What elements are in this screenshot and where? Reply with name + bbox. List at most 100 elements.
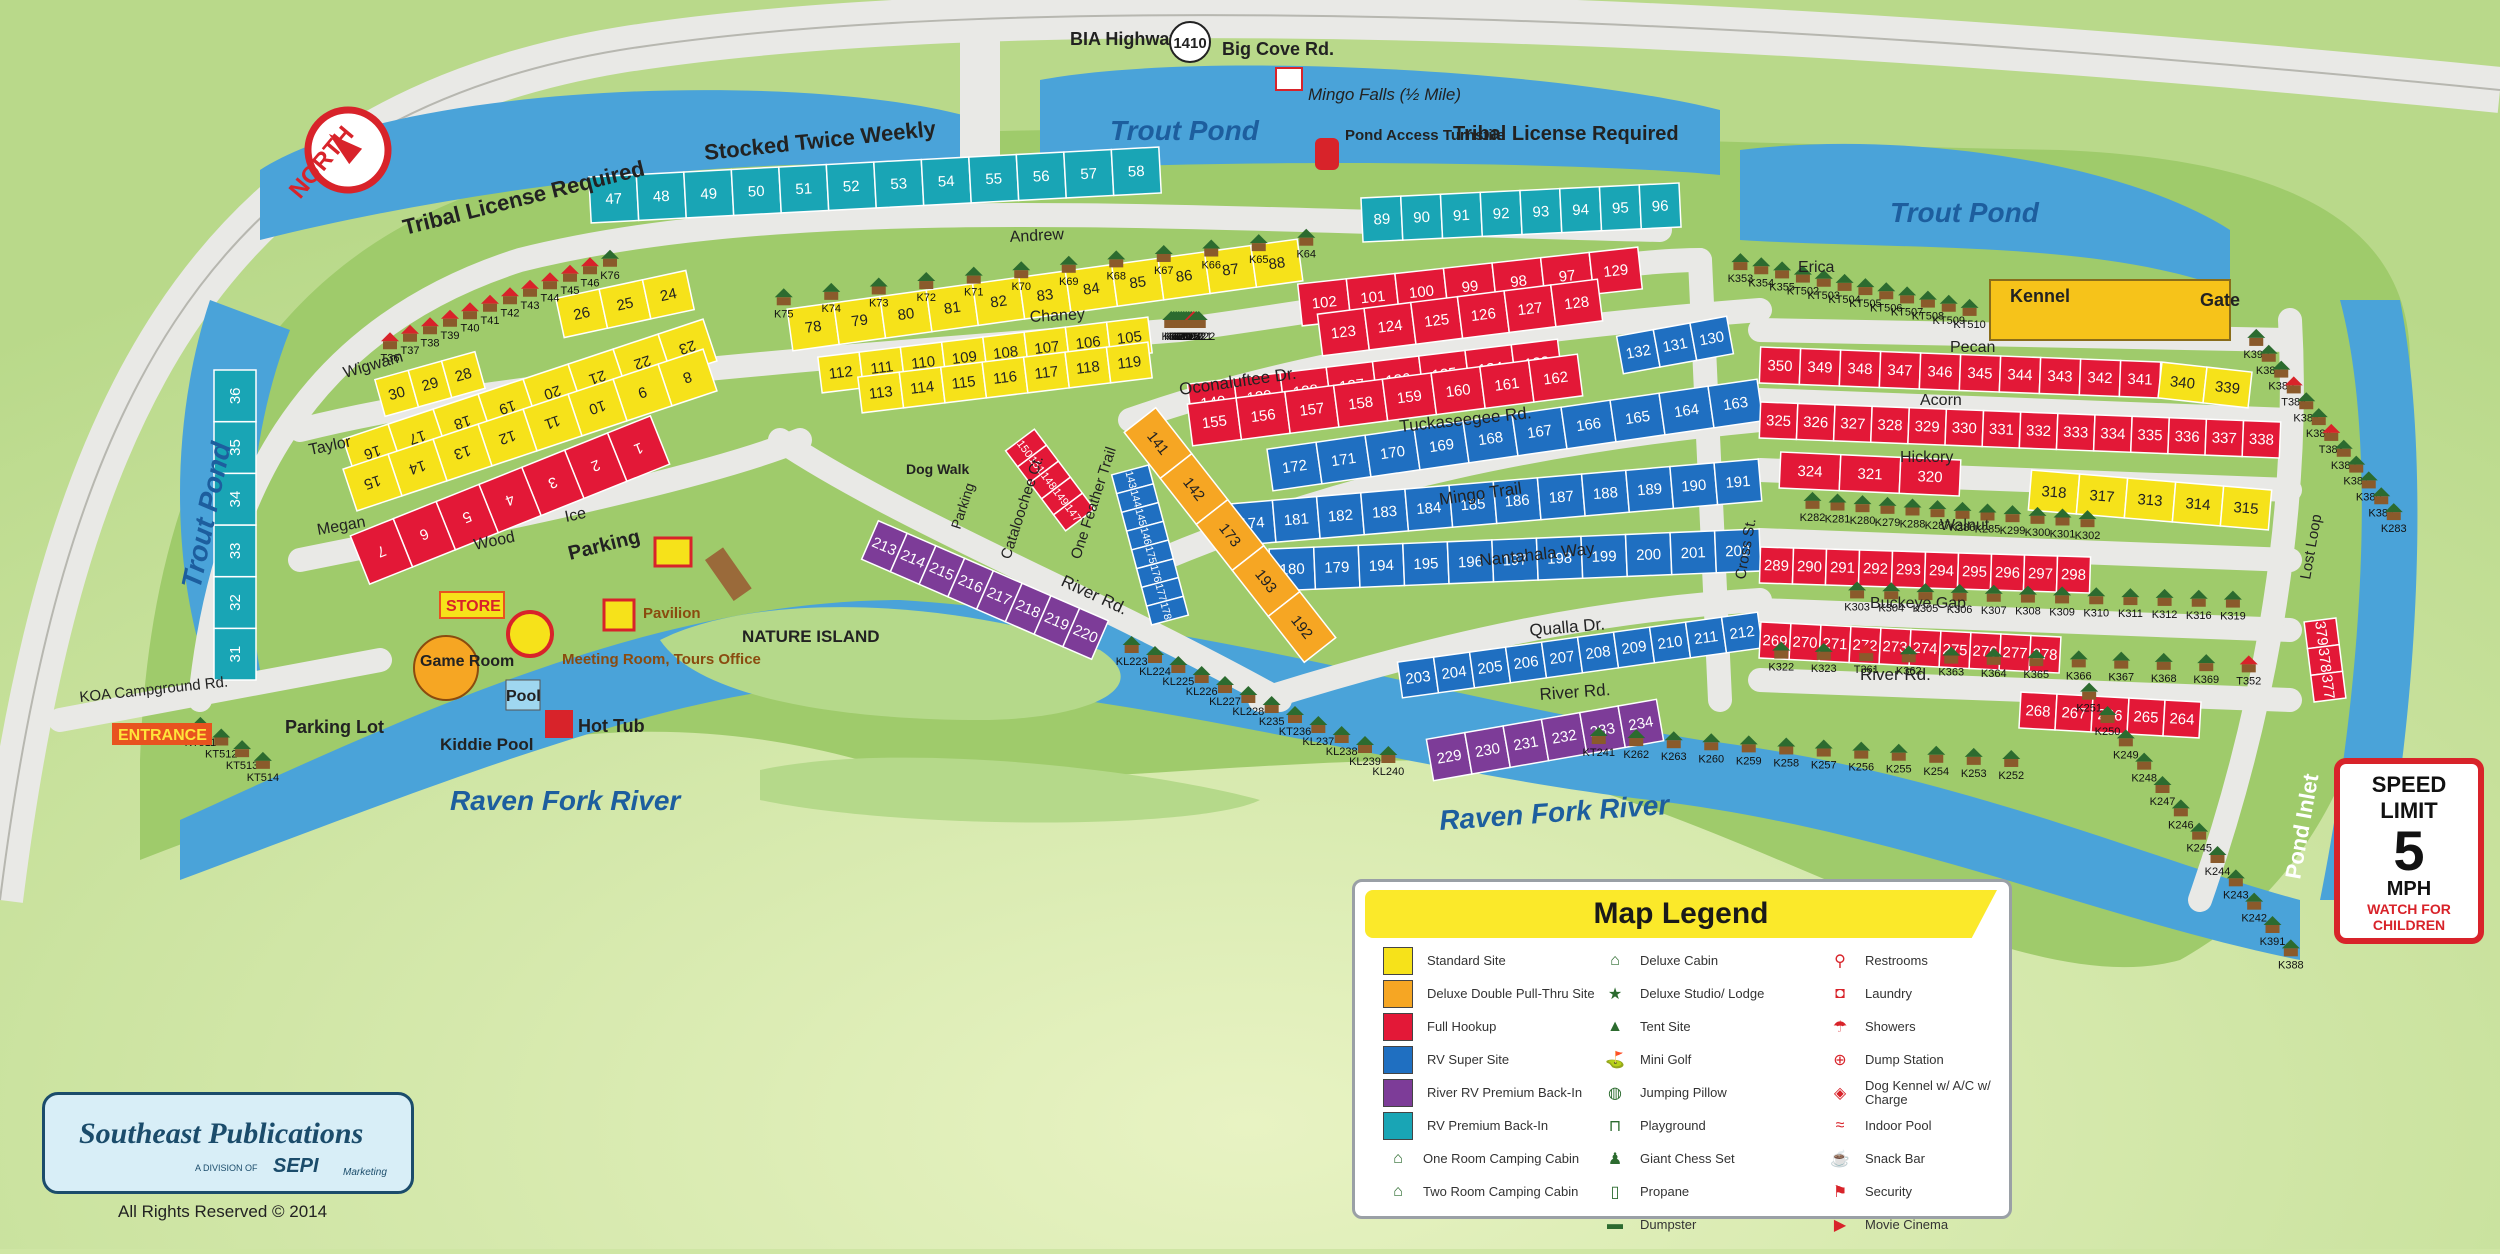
cabin-body	[2374, 496, 2389, 505]
campsite-number: 332	[2026, 422, 2052, 440]
cabin-label: K364	[1981, 668, 2007, 680]
campsite-number: 179	[1324, 559, 1350, 577]
campsite-202: 202	[1713, 528, 1762, 574]
campsite-number: 115	[951, 373, 977, 393]
campsite-155: 155	[1186, 397, 1243, 447]
cabin-icon	[1852, 741, 1871, 751]
cabin-body	[2241, 664, 2256, 673]
legend-item: ⛳Mini Golf	[1600, 1045, 1764, 1075]
campsite-number: 170	[1379, 443, 1406, 463]
campsite-block	[1617, 698, 1665, 749]
campsite-number: 169	[1428, 436, 1455, 456]
cabin-icon	[1262, 696, 1281, 705]
campsite-number: 330	[1951, 419, 1977, 437]
cabin-K288: K288	[1900, 498, 1925, 531]
cabin-icon	[1882, 582, 1901, 592]
cabin-icon	[1814, 739, 1833, 749]
cabin-body	[2336, 448, 2351, 457]
campsite-114: 114	[898, 366, 946, 409]
cabin-body	[1061, 264, 1076, 273]
cabin-label: T38	[421, 337, 440, 349]
campsite-90: 90	[1399, 193, 1444, 241]
highway-edge	[0, 14, 2500, 901]
cabin-icon	[1169, 656, 1188, 665]
campsite-84: 84	[1064, 263, 1119, 314]
cabin-icon	[2208, 846, 2227, 855]
cabin-icon	[2155, 588, 2174, 598]
cabin-label: K369	[2193, 674, 2219, 686]
campsite-number: 198	[1547, 550, 1573, 568]
campsite-165: 165	[1609, 392, 1666, 443]
parking-lot-label: Parking Lot	[285, 717, 384, 737]
cabin-KT508: KT508	[1912, 290, 1944, 323]
cabin-K64: K64	[1296, 228, 1316, 261]
campsite-number: 328	[1877, 417, 1903, 435]
cabin-KT512: KT512	[205, 728, 237, 761]
cabin-body	[1156, 253, 1171, 262]
campsite-number: 167	[1526, 422, 1553, 442]
cabin-icon	[1589, 727, 1608, 737]
campsite-number: 295	[1962, 563, 1988, 581]
campsite-318: 318	[2027, 469, 2081, 515]
cabin-body	[2082, 691, 2097, 700]
legend-item: ≈Indoor Pool	[1825, 1111, 2009, 1141]
campsite-number: 160	[1445, 381, 1472, 401]
campsite-number: 350	[1767, 357, 1793, 375]
cabin-body	[2118, 738, 2133, 747]
campsite-number: 177	[1152, 582, 1168, 602]
cabin-K362: K362	[1896, 645, 1922, 677]
cabin-icon	[1928, 500, 1947, 510]
campsite-number: 339	[2214, 378, 2241, 398]
campsite-number: 102	[1311, 293, 1338, 313]
campsite-93: 93	[1519, 187, 1563, 236]
legend-item: River RV Premium Back-In	[1383, 1078, 1595, 1108]
cabin-icon	[2135, 752, 2154, 762]
cabin-body	[1288, 715, 1302, 723]
campsite-number: 185	[1460, 495, 1486, 514]
road-river-west	[768, 428, 1292, 712]
pond-inlet-water	[2320, 300, 2418, 900]
campsite-13: 13	[432, 423, 493, 482]
cabin-label: K66	[1201, 260, 1221, 272]
cabin-body	[1900, 295, 1915, 304]
campsite-53: 53	[873, 158, 925, 209]
cabin-K258: K258	[1773, 737, 1799, 769]
campsite-number: 29	[420, 374, 441, 395]
cabin-K251: K251	[2076, 682, 2102, 715]
cabin-icon	[1877, 282, 1896, 292]
cabin-icon	[1731, 253, 1750, 263]
cabin-label: K323	[1811, 663, 1837, 675]
cabin-body	[1918, 592, 1933, 601]
campsite-number: 131	[1661, 335, 1689, 356]
legend-item: ⌂One Room Camping Cabin	[1383, 1144, 1595, 1174]
cabin-K306: K306	[1947, 583, 1972, 616]
campsite-block	[2309, 670, 2347, 703]
cabin-body	[1929, 754, 1944, 763]
cabin-body	[871, 286, 886, 295]
cabin-label: T152	[1181, 331, 1206, 343]
campsite-number: 118	[1075, 358, 1101, 378]
campsite-203: 203	[1396, 656, 1440, 699]
cabin-icon	[1964, 747, 1983, 757]
campsite-number: 87	[1221, 260, 1240, 279]
campsite-147: 147	[1052, 492, 1096, 532]
campsite-290: 290	[1791, 547, 1828, 586]
campsite-329: 329	[1907, 406, 1948, 446]
campsite-number: 96	[1651, 198, 1668, 216]
campsite-block	[2219, 485, 2273, 531]
campsite-number: 168	[1477, 429, 1504, 449]
campsite-block	[1110, 146, 1162, 197]
legend-label: Deluxe Cabin	[1640, 953, 1719, 968]
campsite-234: 234	[1617, 698, 1665, 749]
tent-icon	[381, 332, 399, 342]
campsite-number: 32	[227, 594, 244, 611]
cabin-label: K300	[2025, 527, 2051, 539]
campsite-number: 145	[1132, 507, 1148, 527]
campsite-number: 113	[868, 383, 894, 403]
campsite-number: 196	[1458, 553, 1484, 571]
campsite-number: 14	[407, 456, 428, 477]
cabin-body	[1191, 320, 1206, 328]
cabin-body	[2071, 659, 2086, 668]
publisher-brand: SEPI	[273, 1155, 319, 1177]
